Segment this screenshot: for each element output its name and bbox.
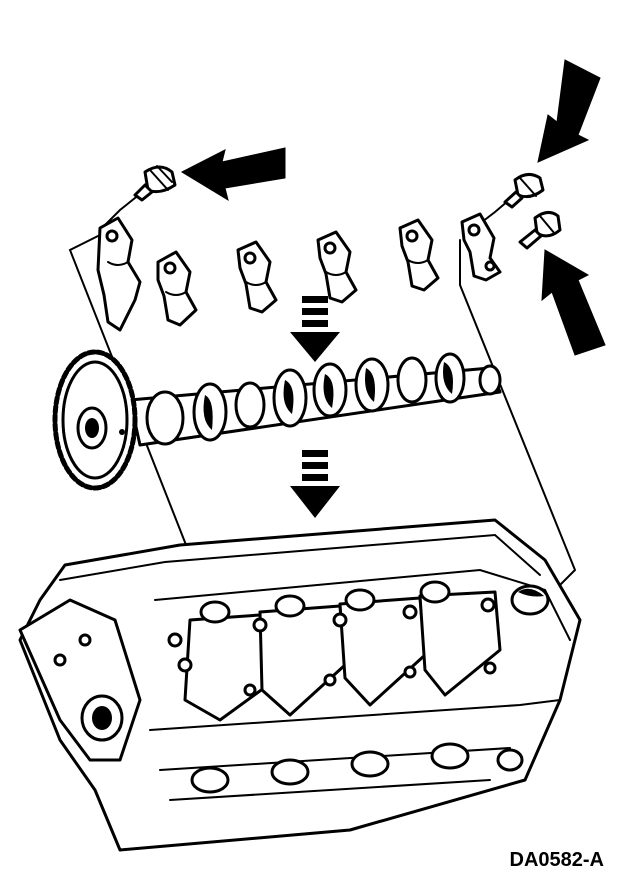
bearing-cap-3 <box>236 240 278 314</box>
removal-arrow-upper <box>290 296 340 362</box>
bearing-cap-2 <box>156 250 198 327</box>
bearing-cap-6 <box>460 212 502 282</box>
bolt-top-left <box>133 165 177 202</box>
bolt-top-right-upper <box>503 173 545 209</box>
camshaft-sprocket <box>52 349 138 491</box>
bolt-arrow-left <box>180 147 286 202</box>
bearing-cap-4 <box>316 230 358 304</box>
camshaft <box>128 352 502 447</box>
removal-arrow-lower <box>290 450 340 518</box>
bolt-top-right-lower <box>518 211 562 250</box>
cylinder-head <box>18 518 582 852</box>
bolt-arrow-right-lower <box>541 249 606 356</box>
bolt-arrow-right-upper <box>537 59 601 163</box>
bearing-cap-5 <box>398 218 440 292</box>
figure-id-label: DA0582-A <box>509 849 604 871</box>
bearing-cap-1 <box>96 216 142 332</box>
